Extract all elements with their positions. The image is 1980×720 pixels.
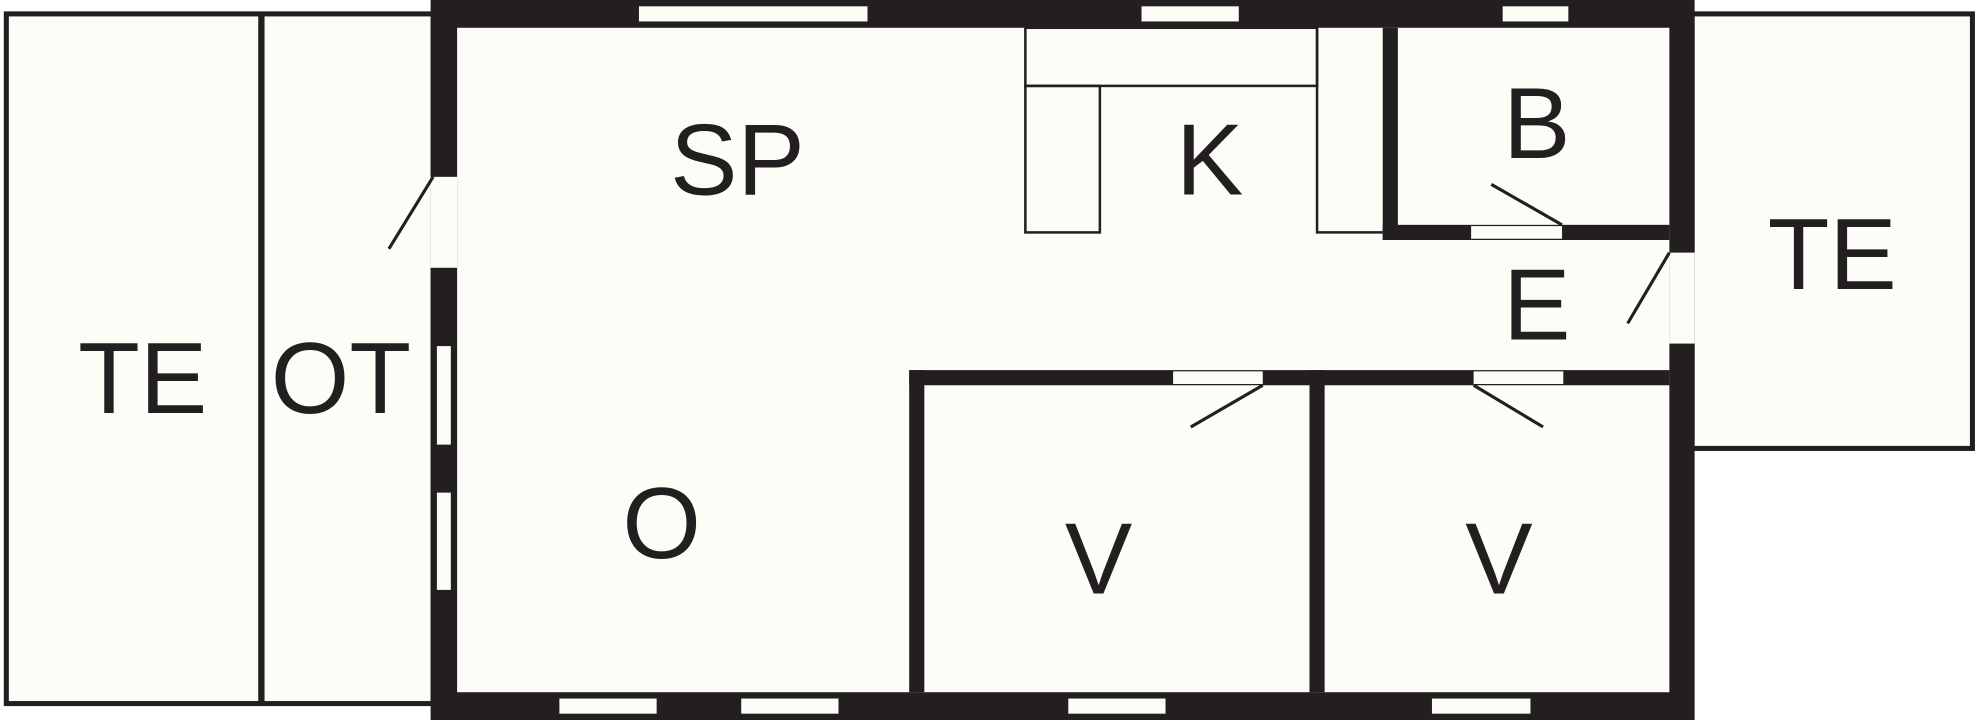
window <box>1068 698 1166 714</box>
window <box>559 698 657 714</box>
house-floor <box>457 27 1670 693</box>
room-label-bathroom: B <box>1503 68 1570 180</box>
terrace-right-area <box>1689 11 1975 451</box>
window <box>1502 6 1569 22</box>
door-swing-bedroom-1 <box>1189 383 1264 429</box>
kitchen-counters <box>1024 26 1383 234</box>
room-label-entrance: E <box>1503 250 1570 362</box>
room-label-bedroom-2: V <box>1465 504 1532 616</box>
window <box>1431 698 1531 714</box>
terrace-left-area <box>3 11 436 707</box>
windows-top <box>638 6 1569 22</box>
door-swing-bathroom <box>1490 183 1563 227</box>
door-swing-bedroom-2 <box>1472 383 1544 429</box>
room-label-terrace-left: TE <box>78 323 207 435</box>
windows-bottom <box>559 698 1531 714</box>
room-label-kitchen: K <box>1176 104 1243 216</box>
window <box>1141 6 1239 22</box>
interior-walls <box>909 27 1670 693</box>
window <box>436 492 451 590</box>
room-label-bedroom-1: V <box>1065 504 1132 616</box>
room-label-terrace-right: TE <box>1768 199 1897 311</box>
room-label-dining: SP <box>670 104 805 216</box>
window <box>436 346 451 445</box>
door-swing-left <box>387 176 435 250</box>
room-label-living: O <box>622 468 701 580</box>
door-opening-left <box>430 176 458 268</box>
door-swing-right <box>1626 251 1671 325</box>
room-label-covered-terrace: OT <box>271 323 411 435</box>
window <box>638 6 868 22</box>
door-opening-right <box>1669 252 1695 344</box>
window <box>741 698 839 714</box>
